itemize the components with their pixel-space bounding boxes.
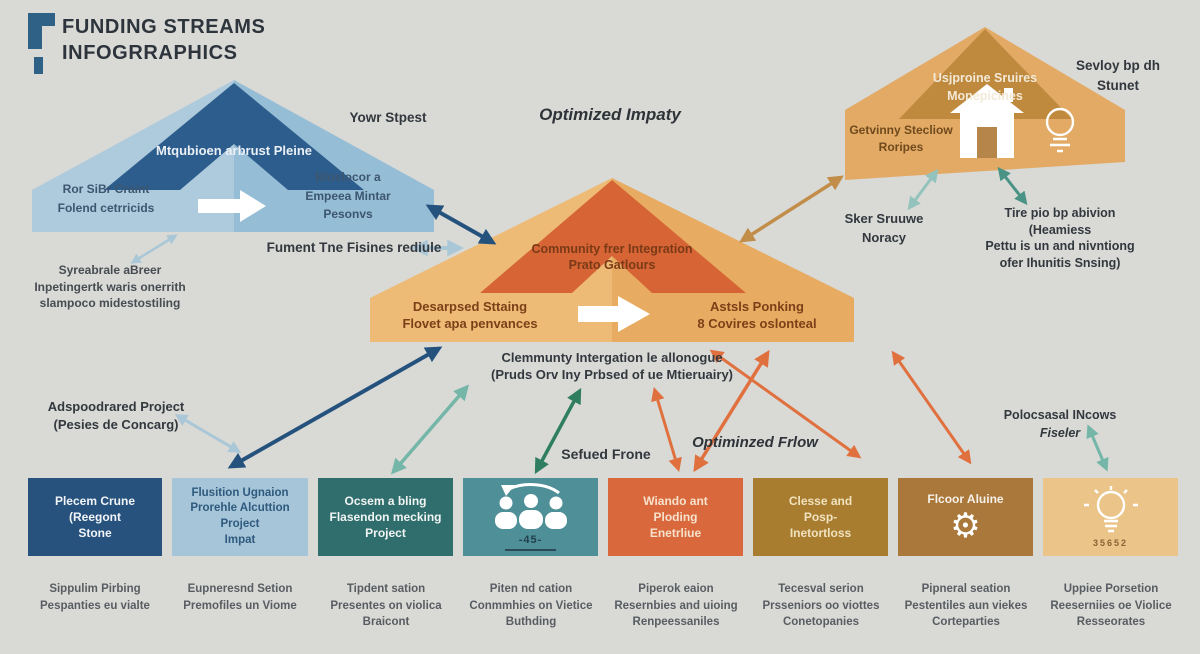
box-ocsem-a-bling: Ocsem a bling Flasendon mecking Project xyxy=(318,478,453,556)
box-people-value: -45- xyxy=(504,533,557,551)
house-icon xyxy=(950,84,1024,158)
blue-house-shape xyxy=(32,80,434,232)
caption-1: Sippulim Pirbing Pespanties eu vialte xyxy=(40,583,150,612)
box-bulb: 35652 xyxy=(1043,478,1178,556)
caption-7: Pipneral seation Pestentiles aun viekes … xyxy=(904,583,1028,629)
box-flcoor-aluine: Flcoor Aluine ⚙ xyxy=(898,478,1033,556)
bulb-icon xyxy=(1045,107,1075,153)
caption-4: Piten nd cation Conmmhies on Vietice But… xyxy=(469,583,593,629)
box-people: -45- xyxy=(463,478,598,556)
connector-arrows xyxy=(130,166,1109,475)
title-line-2: INFOGRRAPHICS xyxy=(62,42,238,65)
box-flusition-ugnaion: Flusition Ugnaion Prorehle Alcuttion Pro… xyxy=(172,478,308,556)
note-sker: Sker Sruuwe Noracy xyxy=(844,211,924,245)
box-bulb-value: 35652 xyxy=(1092,537,1129,548)
caption-8: Uppiee Porsetion Reeserniies oe Violice … xyxy=(1050,583,1172,629)
caption-2: Eupneresnd Setion Premofiles un Viome xyxy=(183,583,297,612)
note-polocsasal: Polocsasal INcows Fiseler xyxy=(1003,408,1117,440)
label-yowr-stpest: Yowr Stpest xyxy=(349,110,427,125)
note-syreabrale: Syreabrale aBreer Inpetingertk waris one… xyxy=(34,263,186,311)
note-adspoodrared: Adspoodrared Project (Pesies de Concarg) xyxy=(47,399,185,432)
label-optimized-impaty: Optimized Impaty xyxy=(539,105,681,124)
blue-house-peak-label: Mtqubioen arbrust Pleine xyxy=(155,143,313,158)
tan-house-peak-label: Usjproine Sruires Monepicines xyxy=(932,71,1038,103)
orange-house-left-label: Desarpsed Sttaing Flovet apa penvances xyxy=(402,299,538,331)
bracket-logo-icon xyxy=(28,13,55,74)
caption-3: Tipdent sation Presentes on violica Brai… xyxy=(330,583,442,629)
orange-house-shape xyxy=(370,178,854,342)
gear-icon: ⚙ xyxy=(950,506,981,547)
box-wiando-ant: Wiando ant Ploding Enetrliue xyxy=(608,478,743,556)
tan-house-left-label: Getvinny Stecliow Roripes xyxy=(849,123,953,154)
page-title: FUNDING STREAMS INFOGRRAPHICS xyxy=(62,14,265,67)
blue-house-right-label: Bloslocor a Empeea Mintar Pesonvs xyxy=(305,170,391,222)
title-line-1: FUNDING STREAMS xyxy=(62,16,266,38)
label-sefued-frone: Sefued Frone xyxy=(561,446,651,462)
note-clemmunty: Clemmunty Intergation le allonogue (Prud… xyxy=(491,350,733,383)
box-clesse-and: Clesse and Posp- Inetortloss xyxy=(753,478,888,556)
caption-5: Piperok eaion Resernbies and uioing Renp… xyxy=(614,583,738,629)
label-optiminzed-frlow: Optiminzed Frlow xyxy=(692,434,818,451)
people-restructure-icon xyxy=(494,483,567,530)
note-sevloy: Sevloy bp dh Stunet xyxy=(1075,58,1161,94)
orange-house-peak-label: Community frer Integration Prato Gatlour… xyxy=(531,242,693,273)
tan-house-shape xyxy=(845,27,1125,180)
blue-house-left-label: Ror SiBr Craint Folend cetrricids xyxy=(57,182,155,215)
caption-6: Tecesval serion Prsseniors oo viottes Co… xyxy=(762,583,880,629)
note-tire: Tire pio bp abivion (Heamiess Pettu is u… xyxy=(985,206,1135,270)
arrow-right-icon xyxy=(198,190,266,222)
box-plecem-crune: Plecem Crune (Reegont Stone xyxy=(28,478,162,556)
orange-house-right-label: Astsls Ponking 8 Covires oslonteal xyxy=(697,299,817,331)
note-fument: Fument Tne Fisines rediule xyxy=(266,240,442,255)
bulb-icon xyxy=(1083,485,1138,533)
arrow-right-icon xyxy=(578,296,650,332)
